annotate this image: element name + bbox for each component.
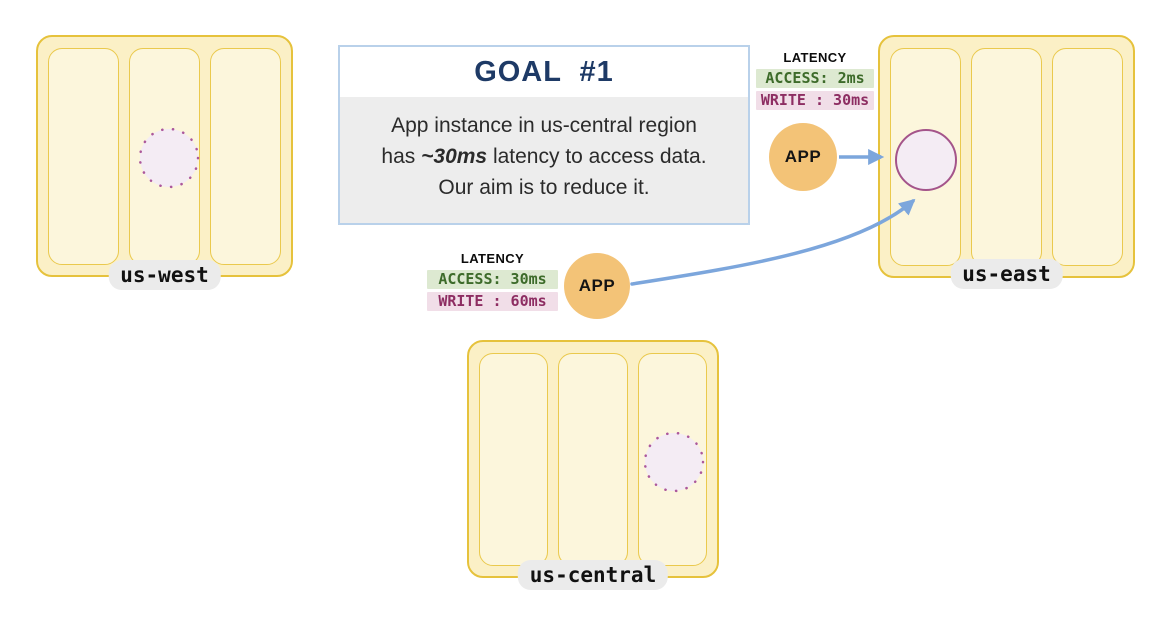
zones-us-central — [479, 353, 707, 566]
app-label: APP — [578, 276, 616, 295]
zone-us-east-2 — [971, 48, 1042, 266]
database-replica-dotted-icon — [138, 127, 200, 189]
latency-heading: LATENCY — [460, 251, 525, 266]
database-replica-dotted-icon — [643, 431, 705, 493]
zone-us-west-1 — [48, 48, 119, 265]
app-instance-us-central: APP — [564, 253, 630, 319]
goal-highlight-30ms: ~30ms — [421, 145, 488, 168]
goal-text-line1: App instance in us-central region — [391, 114, 697, 137]
app-label: APP — [784, 147, 822, 166]
region-us-east: us-east — [878, 35, 1135, 289]
region-label-us-east: us-east — [950, 259, 1063, 289]
zone-us-central-1 — [479, 353, 549, 566]
zones-us-west — [48, 48, 281, 265]
database-primary-icon — [895, 129, 957, 191]
app-instance-us-east: APP — [769, 123, 837, 191]
zone-us-east-3 — [1052, 48, 1123, 266]
latency-panel-us-central: LATENCY ACCESS: 30ms WRITE : 60ms — [427, 251, 558, 311]
zone-us-central-2 — [558, 353, 628, 566]
write-latency-chip: WRITE : 30ms — [756, 91, 874, 110]
goal-card-body: App instance in us-central region has ~3… — [340, 97, 748, 223]
goal-card-header: GOAL #1 — [340, 47, 748, 97]
access-latency-chip: ACCESS: 30ms — [427, 270, 558, 289]
latency-panel-us-east: LATENCY ACCESS: 2ms WRITE : 30ms — [756, 50, 874, 110]
goal-card: GOAL #1 App instance in us-central regio… — [338, 45, 750, 225]
goal-text-line2: has ~30ms latency to access data. — [381, 145, 707, 168]
region-us-west: us-west — [36, 35, 293, 290]
region-label-us-west: us-west — [108, 260, 221, 290]
region-us-central: us-central — [467, 340, 719, 590]
goal-title: GOAL #1 — [474, 55, 614, 88]
region-label-us-central: us-central — [517, 560, 669, 590]
access-latency-chip: ACCESS: 2ms — [756, 69, 874, 88]
write-latency-chip: WRITE : 60ms — [427, 292, 558, 311]
zone-us-west-3 — [210, 48, 281, 265]
latency-heading: LATENCY — [783, 50, 847, 65]
goal-text-line3: Our aim is to reduce it. — [438, 176, 650, 199]
